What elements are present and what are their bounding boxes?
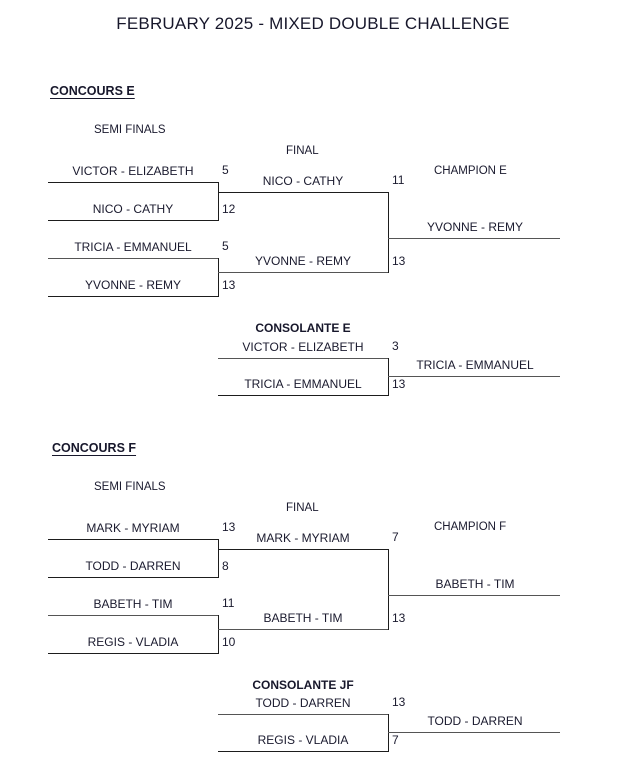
bracket-line bbox=[48, 577, 218, 578]
bracket-line bbox=[218, 714, 388, 715]
round-label-semi-finals-e: SEMI FINALS bbox=[94, 124, 166, 136]
page-title: FEBRUARY 2025 - MIXED DOUBLE CHALLENGE bbox=[116, 14, 510, 33]
bracket-line bbox=[218, 629, 388, 630]
team-slot: NICO - CATHY bbox=[92, 202, 174, 216]
bracket-line bbox=[48, 653, 218, 654]
score-value: 13 bbox=[222, 520, 236, 534]
bracket-line bbox=[48, 258, 218, 259]
score-value: 13 bbox=[392, 695, 406, 709]
team-slot: VICTOR - ELIZABETH bbox=[242, 340, 364, 354]
champion-team: YVONNE - REMY bbox=[426, 220, 523, 234]
bracket-line bbox=[48, 296, 218, 297]
team-slot: REGIS - VLADIA bbox=[87, 635, 179, 649]
bracket-connector bbox=[388, 714, 389, 752]
score-value: 13 bbox=[392, 377, 406, 391]
bracket-line bbox=[48, 182, 218, 183]
bracket-line bbox=[388, 595, 560, 596]
team-slot: YVONNE - REMY bbox=[84, 278, 181, 292]
team-slot: NICO - CATHY bbox=[262, 174, 344, 188]
round-label-champion-e: CHAMPION E bbox=[434, 165, 507, 177]
round-label-semi-finals-f: SEMI FINALS bbox=[94, 481, 166, 493]
bracket-connector bbox=[218, 615, 219, 654]
bracket-line bbox=[218, 192, 388, 193]
team-slot: MARK - MYRIAM bbox=[256, 531, 350, 545]
team-slot: REGIS - VLADIA bbox=[257, 733, 349, 747]
score-value: 10 bbox=[222, 635, 236, 649]
score-value: 13 bbox=[392, 611, 406, 625]
bracket-line bbox=[218, 549, 388, 550]
score-value: 8 bbox=[222, 559, 229, 573]
score-value: 7 bbox=[392, 733, 399, 747]
team-slot: BABETH - TIM bbox=[93, 597, 173, 611]
bracket-connector bbox=[388, 192, 389, 273]
score-value: 5 bbox=[222, 163, 229, 177]
bracket-connector bbox=[218, 258, 219, 297]
bracket-line bbox=[218, 272, 388, 273]
team-slot: YVONNE - REMY bbox=[254, 254, 351, 268]
bracket-line bbox=[218, 395, 388, 396]
score-value: 11 bbox=[392, 173, 405, 187]
round-label-final-e: FINAL bbox=[286, 145, 319, 157]
round-label-consolante-f: CONSOLANTE JF bbox=[252, 678, 354, 692]
score-value: 5 bbox=[222, 239, 229, 253]
score-value: 3 bbox=[392, 339, 399, 353]
score-value: 11 bbox=[222, 596, 235, 610]
section-heading-concours-f: CONCOURS F bbox=[52, 441, 137, 455]
bracket-line bbox=[48, 539, 218, 540]
champion-team: BABETH - TIM bbox=[435, 577, 515, 591]
bracket-connector bbox=[388, 549, 389, 630]
bracket-connector bbox=[218, 539, 219, 578]
team-slot: BABETH - TIM bbox=[263, 611, 343, 625]
bracket-connector bbox=[388, 358, 389, 396]
section-heading-concours-e: CONCOURS E bbox=[50, 84, 135, 98]
team-slot: TRICIA - EMMANUEL bbox=[244, 377, 362, 391]
bracket-line bbox=[218, 358, 388, 359]
score-value: 13 bbox=[222, 278, 236, 292]
score-value: 7 bbox=[392, 530, 399, 544]
bracket-line bbox=[388, 376, 560, 377]
bracket-line bbox=[388, 732, 560, 733]
bracket-connector bbox=[218, 182, 219, 221]
team-slot: TODD - DARREN bbox=[255, 696, 351, 710]
round-label-consolante-e: CONSOLANTE E bbox=[255, 321, 351, 335]
score-value: 13 bbox=[392, 254, 406, 268]
team-slot: VICTOR - ELIZABETH bbox=[72, 164, 194, 178]
bracket-line bbox=[48, 220, 218, 221]
score-value: 12 bbox=[222, 202, 236, 216]
round-label-final-f: FINAL bbox=[286, 502, 319, 514]
round-label-champion-f: CHAMPION F bbox=[434, 521, 507, 533]
bracket-line bbox=[48, 615, 218, 616]
bracket-line bbox=[388, 238, 560, 239]
consolante-winner-team: TRICIA - EMMANUEL bbox=[416, 358, 534, 372]
team-slot: TODD - DARREN bbox=[85, 559, 181, 573]
team-slot: MARK - MYRIAM bbox=[86, 521, 180, 535]
team-slot: TRICIA - EMMANUEL bbox=[74, 240, 192, 254]
bracket-line bbox=[218, 751, 388, 752]
consolante-winner-team: TODD - DARREN bbox=[427, 714, 523, 728]
